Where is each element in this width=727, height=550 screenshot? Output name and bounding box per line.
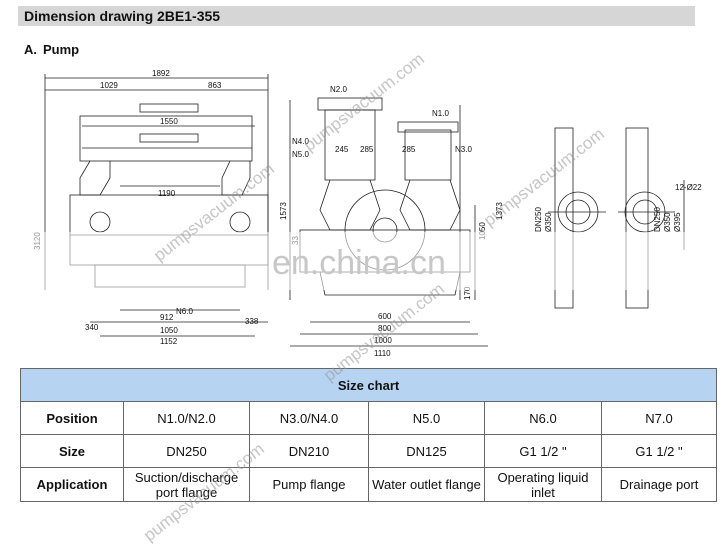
dim-1110: 1110 [374, 349, 391, 358]
nozzle-n5: N5.0 [292, 150, 309, 159]
nozzle-n2: N2.0 [330, 85, 347, 94]
dim-1050: 1050 [160, 326, 178, 335]
dim-170: 170 [463, 286, 472, 300]
dim-1029: 1029 [100, 81, 118, 90]
dim-285b: 285 [402, 145, 416, 154]
dim-1152: 1152 [160, 337, 178, 346]
table-cell: N7.0 [600, 401, 718, 435]
table-row: Position N1.0/N2.0 N3.0/N4.0 N5.0 N6.0 N… [20, 401, 718, 435]
dim-340: 340 [85, 323, 99, 332]
table-cell: DN250 [123, 434, 250, 468]
table-cell: Water outlet flange [368, 467, 485, 502]
table-row: Application Suction/discharge port flang… [20, 467, 718, 502]
nozzle-n4: N4.0 [292, 137, 309, 146]
table-cell: N5.0 [368, 401, 485, 435]
dim-d350: Ø350 [663, 212, 672, 232]
table-cell: DN125 [368, 434, 485, 468]
dim-d350-b: Ø350 [544, 212, 553, 232]
table-cell: G1 1/2 " [484, 434, 602, 468]
table-row: Size DN250 DN210 DN125 G1 1/2 " G1 1/2 " [20, 434, 718, 468]
table-cell: Pump flange [249, 467, 369, 502]
dim-912: 912 [160, 313, 174, 322]
table-cell: N6.0 [484, 401, 602, 435]
section-label: Pump [43, 42, 80, 57]
table-cell: Drainage port [600, 467, 718, 502]
table-cell: DN210 [249, 434, 369, 468]
dim-d395: Ø395 [673, 212, 682, 232]
section-heading: A. Pump [24, 42, 79, 57]
nozzle-n1: N1.0 [432, 109, 449, 118]
size-chart-title: Size chart [19, 368, 718, 402]
watermark-banner-text: en.china.cn [272, 244, 446, 282]
dim-1373: 1373 [495, 202, 504, 220]
row-header-size: Size [20, 434, 124, 468]
dim-245: 245 [335, 145, 349, 154]
table-cell: G1 1/2 " [600, 434, 718, 468]
row-header-application: Application [20, 467, 124, 502]
table-cell: Suction/discharge port flange [123, 467, 250, 502]
dim-1050-side: 1050 [478, 222, 487, 240]
dim-800: 800 [378, 324, 392, 333]
page-title: Dimension drawing 2BE1-355 [18, 6, 695, 26]
section-letter: A. [24, 42, 37, 57]
dim-bolt-holes: 12-Ø22 [675, 183, 702, 192]
dim-1190: 1190 [158, 189, 176, 198]
dim-1573: 1573 [279, 202, 288, 220]
dim-dn250-b: DN250 [534, 207, 543, 232]
watermark-banner [0, 232, 727, 290]
dim-338: 338 [245, 317, 259, 326]
dim-285a: 285 [360, 145, 374, 154]
dim-dn250: DN250 [653, 207, 662, 232]
nozzle-n3: N3.0 [455, 145, 472, 154]
dim-863: 863 [208, 81, 222, 90]
dim-1892: 1892 [152, 69, 170, 78]
size-chart-table: Size chart Position N1.0/N2.0 N3.0/N4.0 … [19, 368, 718, 502]
table-cell: N1.0/N2.0 [123, 401, 250, 435]
pump-dimension-drawing: 1892 1029 863 1550 1190 912 1050 1152 34… [33, 69, 702, 358]
dim-600: 600 [378, 312, 392, 321]
table-cell: Operating liquid inlet [484, 467, 602, 502]
row-header-position: Position [20, 401, 124, 435]
dim-1550: 1550 [160, 117, 178, 126]
table-cell: N3.0/N4.0 [249, 401, 369, 435]
dim-n6: N6.0 [176, 307, 193, 316]
dim-1000: 1000 [374, 336, 392, 345]
